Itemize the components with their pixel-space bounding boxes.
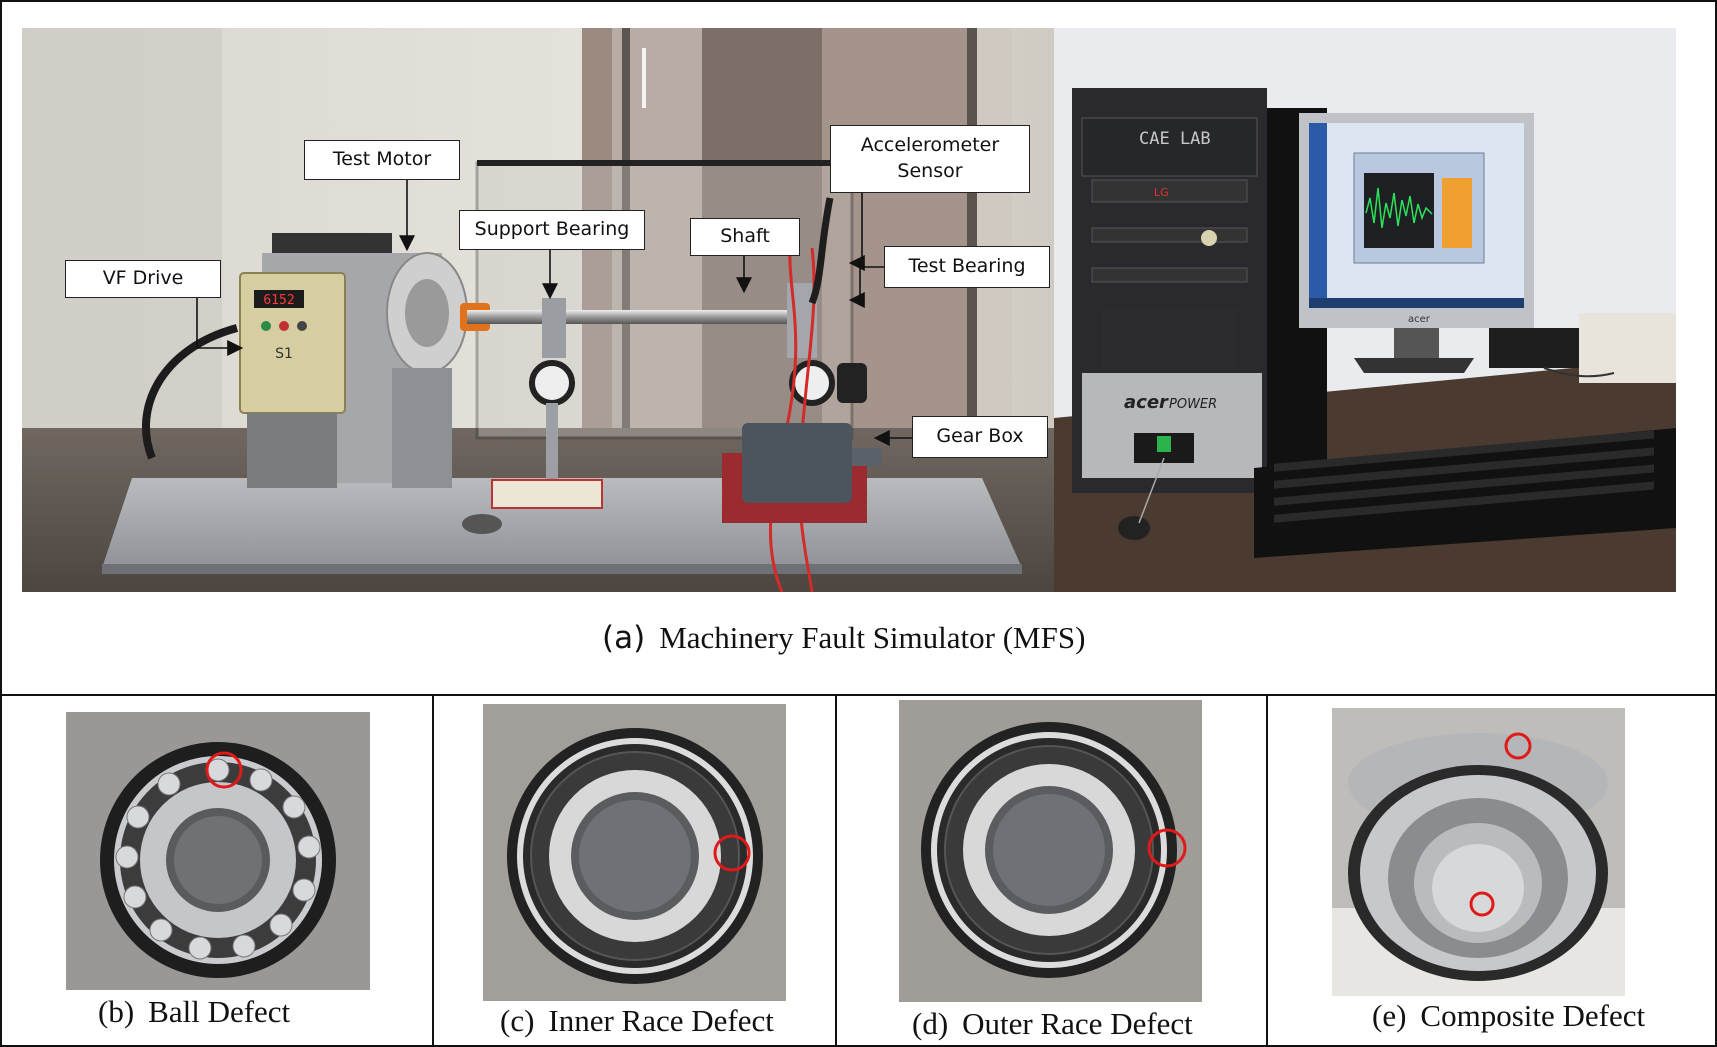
case-label: CAE LAB: [1139, 129, 1211, 149]
drive-brand: LG: [1154, 186, 1169, 199]
callout-accelerometer-line1: Accelerometer: [860, 134, 1000, 157]
divider-d-e: [1266, 696, 1268, 1047]
vfd-model-text: S1: [275, 346, 293, 362]
caption-d-letter: (d): [912, 1006, 949, 1041]
defect-marker-e-outer: [1504, 732, 1532, 760]
caption-a-text: Machinery Fault Simulator (MFS): [659, 620, 1086, 655]
caption-b-text: Ball Defect: [148, 994, 291, 1029]
caption-b-letter: (b): [98, 994, 135, 1029]
inner-race-defect-photo: [483, 704, 786, 1001]
callout-support-bearing: Support Bearing: [459, 210, 645, 250]
vfd-display-text: 6152: [263, 293, 294, 308]
composite-defect-photo: [1332, 708, 1625, 996]
callout-test-motor: Test Motor: [304, 140, 460, 180]
divider-c-d: [835, 696, 837, 1047]
caption-b: (b) Ball Defect: [98, 994, 290, 1030]
caption-a-letter: (a): [602, 620, 646, 656]
caption-c-letter: (c): [500, 1003, 535, 1038]
defect-marker-e-inner: [1469, 891, 1495, 917]
callout-test-bearing: Test Bearing: [884, 246, 1050, 288]
callout-accelerometer-line2: Sensor: [897, 160, 963, 182]
callout-vf-drive: VF Drive: [65, 260, 221, 298]
outer-race-defect-photo: [899, 700, 1202, 1002]
callout-shaft: Shaft: [690, 218, 800, 256]
caption-d-text: Outer Race Defect: [962, 1006, 1193, 1041]
defect-marker-c: [713, 834, 751, 872]
callout-accelerometer-sensor: Accelerometer Sensor: [830, 125, 1030, 193]
monitor-brand: acer: [1408, 314, 1431, 325]
defect-marker-b: [205, 751, 243, 789]
divider-b-c: [432, 696, 434, 1047]
row-divider: [2, 694, 1717, 696]
caption-a: (a) Machinery Fault Simulator (MFS): [602, 620, 1085, 656]
caption-e: (e) Composite Defect: [1372, 998, 1645, 1034]
pc-brand: acer: [1124, 392, 1169, 413]
caption-c: (c) Inner Race Defect: [500, 1003, 774, 1039]
ball-defect-photo: [66, 712, 370, 990]
caption-e-letter: (e): [1372, 998, 1407, 1033]
callout-gear-box: Gear Box: [912, 416, 1048, 458]
pc-brand-suffix: POWER: [1169, 397, 1217, 412]
mfs-photo: 6152 S1: [22, 28, 1054, 592]
caption-e-text: Composite Defect: [1420, 998, 1646, 1033]
defect-marker-d: [1147, 828, 1187, 868]
computer-photo: CAE LAB LG acer POWER acer: [1054, 28, 1676, 592]
caption-d: (d) Outer Race Defect: [912, 1006, 1193, 1042]
caption-c-text: Inner Race Defect: [548, 1003, 774, 1038]
